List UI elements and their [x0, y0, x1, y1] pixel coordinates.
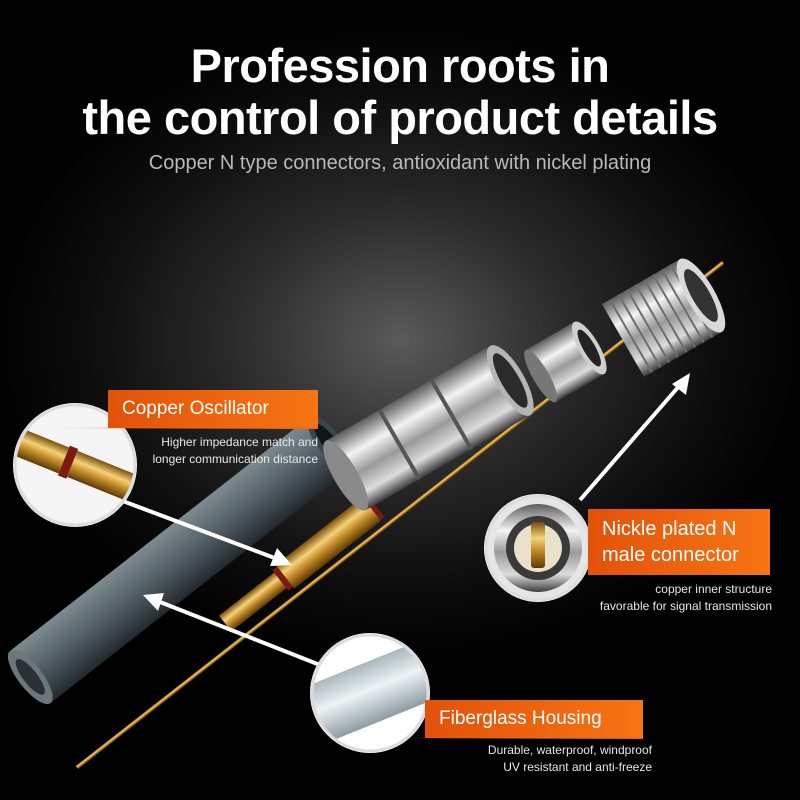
label-fiberglass-housing-text: Fiberglass Housing — [439, 708, 602, 729]
label-n-male-connector-line-1: Nickle plated N — [602, 518, 737, 540]
subtitle: Copper N type connectors, antioxidant wi… — [148, 152, 652, 174]
magnifier-connector — [484, 494, 592, 602]
desc-fiberglass-housing-line-2: UV resistant and anti-freeze — [503, 760, 652, 774]
desc-fiberglass-housing: Durable, waterproof, windproof UV resist… — [440, 742, 652, 776]
copper-oscillator-element — [218, 494, 385, 632]
headline-line-2: the control of product details — [82, 91, 718, 144]
callout-arrows — [119, 373, 690, 667]
label-copper-oscillator: Copper Oscillator — [108, 390, 318, 428]
label-copper-oscillator-text: Copper Oscillator — [122, 398, 269, 419]
desc-copper-oscillator: Higher impedance match and longer commun… — [118, 434, 318, 468]
label-n-male-connector-line-2: male connector — [602, 544, 739, 566]
desc-n-male-connector-line-1: copper inner structure — [655, 582, 772, 596]
magnifier-housing — [310, 633, 430, 753]
label-fiberglass-housing: Fiberglass Housing — [425, 700, 643, 738]
desc-n-male-connector-line-2: favorable for signal transmission — [599, 599, 772, 613]
label-underline — [60, 427, 318, 429]
chrome-ring — [524, 321, 607, 403]
label-n-male-connector: Nickle plated N male connector — [588, 509, 770, 575]
desc-copper-oscillator-line-1: Higher impedance match and — [161, 435, 318, 449]
desc-copper-oscillator-line-2: longer communication distance — [152, 452, 318, 466]
headline-line-1: Profession roots in — [190, 39, 610, 92]
label-underline — [400, 737, 643, 739]
desc-fiberglass-housing-line-1: Durable, waterproof, windproof — [487, 743, 652, 757]
knurled-connector-nut — [602, 258, 726, 377]
chrome-sleeve — [323, 345, 534, 511]
desc-n-male-connector: copper inner structure favorable for sig… — [560, 581, 772, 615]
